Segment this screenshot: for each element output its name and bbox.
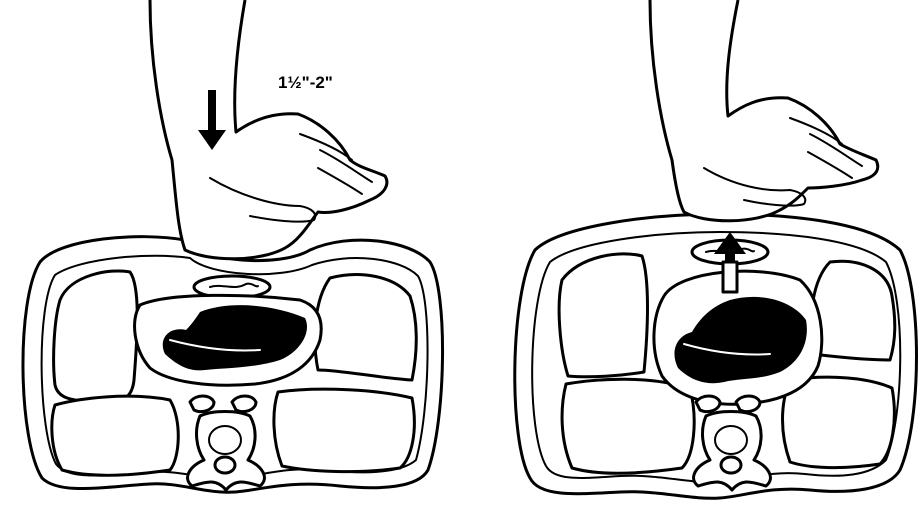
- released-arm: [650, 0, 878, 221]
- compression-panel: 1½"-2": [23, 0, 443, 492]
- left-lung-lower-right-panel: [562, 379, 694, 473]
- spine-vertebra: [188, 412, 265, 491]
- right-lung-lower: [274, 389, 414, 472]
- left-lung-lower: [52, 396, 178, 475]
- compression-depth-label: 1½"-2": [278, 73, 333, 92]
- right-lung-lower-right-panel: [783, 377, 895, 467]
- left-lung: [54, 271, 138, 403]
- right-lung: [315, 275, 416, 380]
- spine-vertebra-right: [694, 412, 771, 491]
- release-panel: [515, 0, 917, 498]
- left-lung-right-panel: [559, 254, 647, 377]
